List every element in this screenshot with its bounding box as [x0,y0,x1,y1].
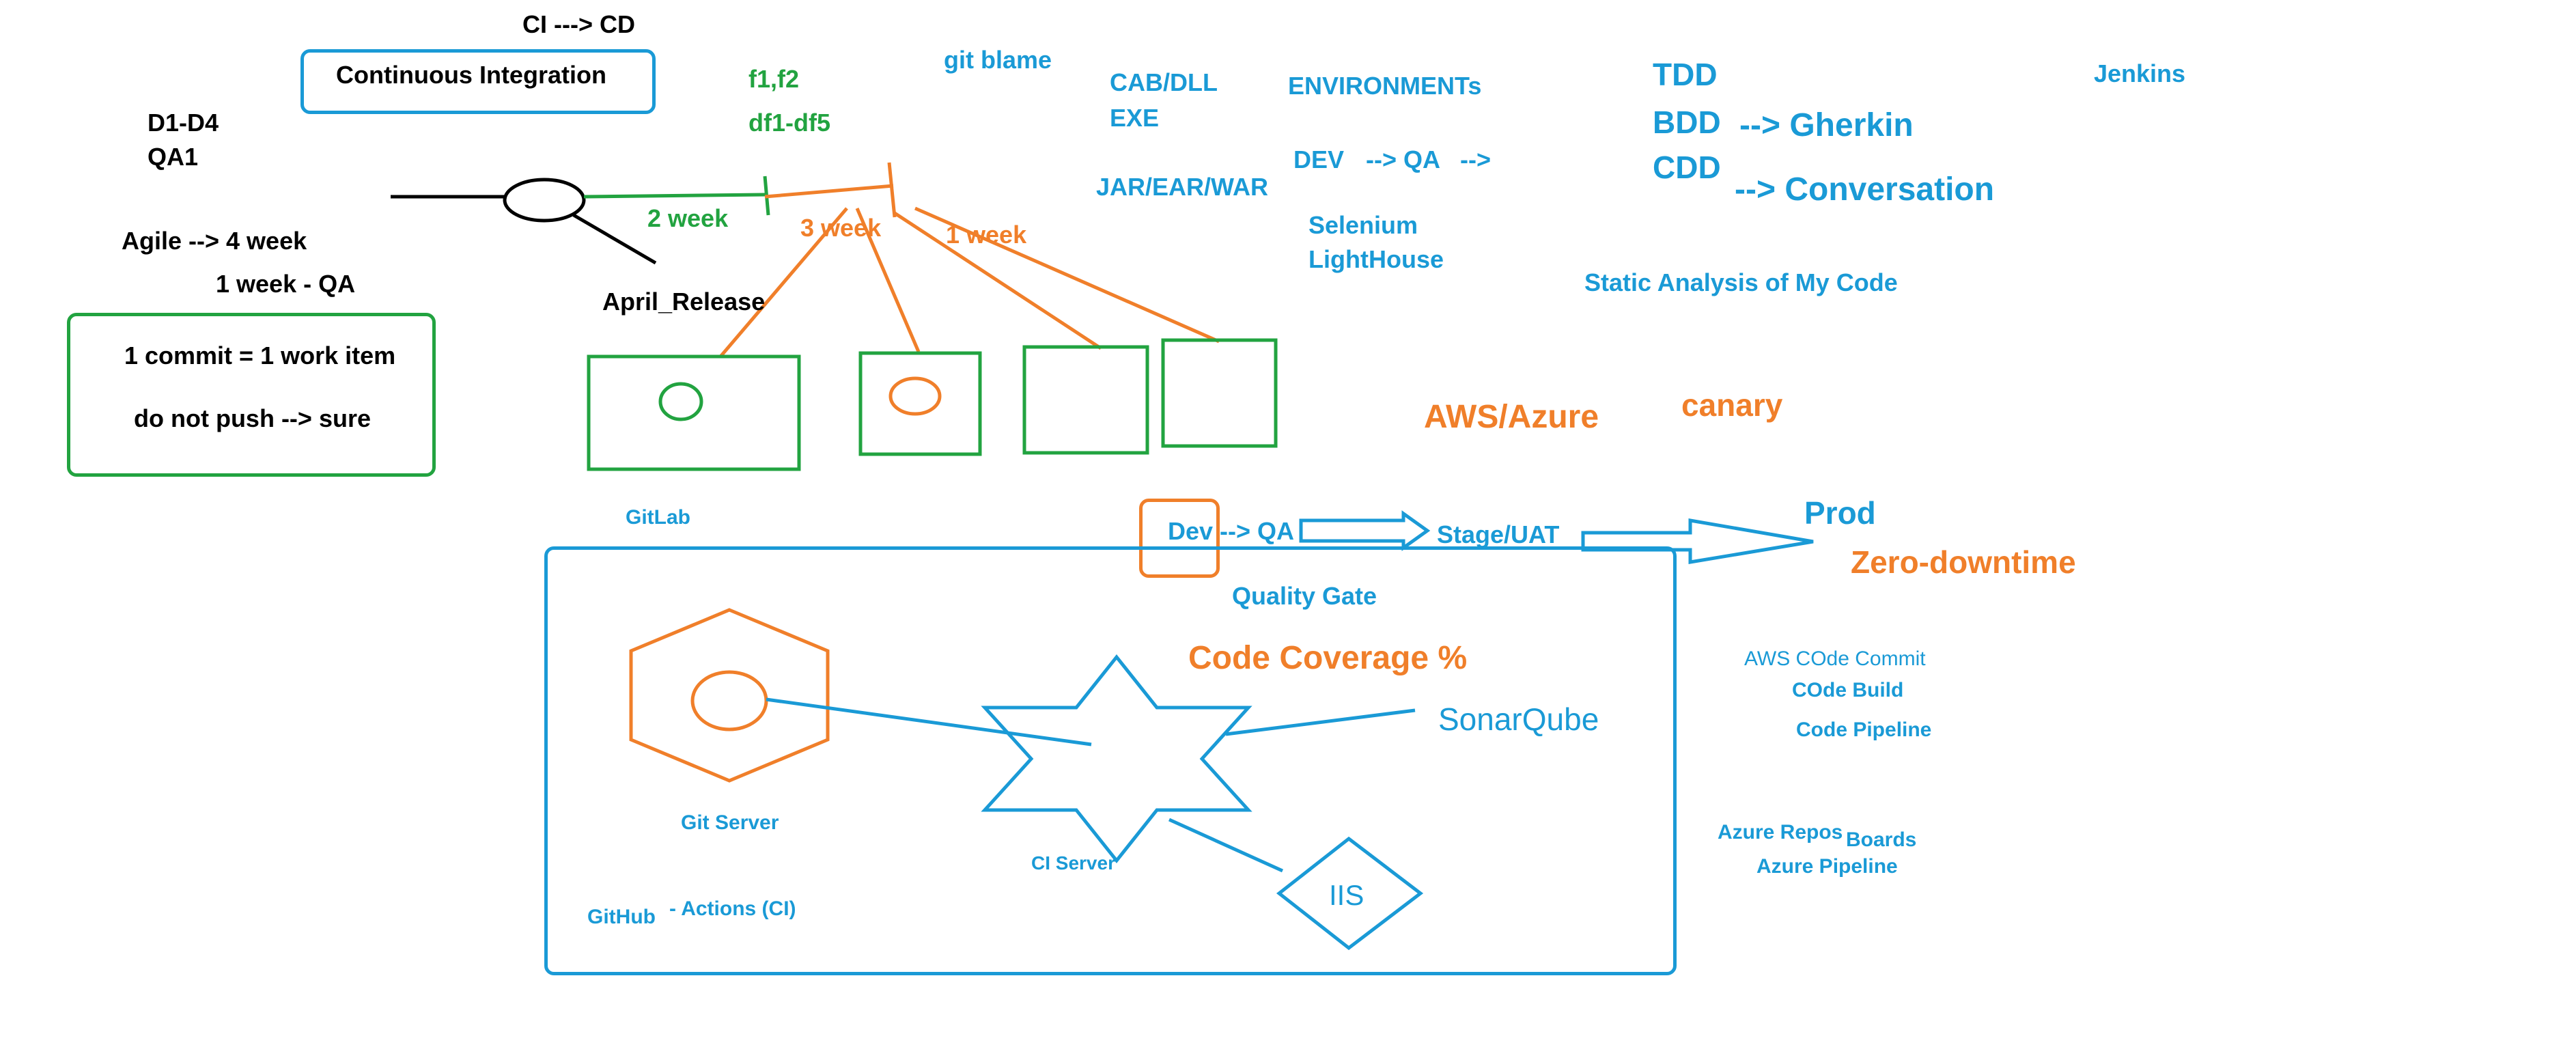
azure-pipeline-label: Azure Pipeline [1756,855,1898,878]
three-week-label: 3 week [800,214,882,242]
f1-f2-label: f1,f2 [748,65,800,93]
one-week-qa-label: 1 week - QA [216,270,356,298]
canary-label: canary [1681,387,1783,423]
sonarqube-label: SonarQube [1438,701,1599,737]
work-item-box-2 [858,351,982,456]
commit-rule-label: 1 commit = 1 work item [124,341,396,369]
ci-server-star [981,654,1252,864]
one-week-label: 1 week [946,221,1027,249]
aws-azure-label: AWS/Azure [1424,399,1599,435]
arrow-qa-label: --> QA [1366,145,1441,173]
ci-server-label: CI Server [1031,852,1115,874]
work-item-circle-1 [658,382,703,421]
boards-label: Boards [1846,828,1917,851]
quality-gate-label: Quality Gate [1232,582,1377,610]
iis-diamond [1276,836,1424,951]
code-build-label: COde Build [1792,679,1904,701]
github-label: GitHub [587,906,656,928]
continuous-integration-label: Continuous Integration [336,61,606,89]
branch-line-4 [914,206,1220,344]
dev-qa-label: Dev --> QA [1168,517,1295,545]
branch-node-ellipse [503,178,586,223]
push-rule-label: do not push --> sure [134,404,371,432]
jar-ear-war-label: JAR/EAR/WAR [1096,173,1269,201]
cab-dll-label: CAB/DLL [1110,68,1218,96]
orange-timeline-line [764,184,894,199]
qa1-label: QA1 [148,143,199,171]
continuous-integration-box [300,49,656,114]
orange-timeline-tick [887,162,897,218]
code-coverage-label: Code Coverage % [1188,640,1468,676]
code-pipeline-label: Code Pipeline [1796,719,1932,741]
jenkins-label: Jenkins [2094,59,2186,87]
ci-to-iis-line [1168,818,1284,873]
prod-label: Prod [1804,495,1876,531]
static-analysis-label: Static Analysis of My Code [1584,268,1898,296]
actions-ci-label: - Actions (CI) [669,897,796,920]
iis-label: IIS [1329,879,1364,911]
two-week-label: 2 week [647,204,729,232]
gitlab-label: GitLab [626,506,690,529]
gherkin-label: --> Gherkin [1739,107,1914,143]
git-to-ci-line [766,697,1092,747]
conversation-label: --> Conversation [1735,171,1995,208]
selenium-label: Selenium [1308,211,1418,239]
work-item-box-1 [587,354,801,471]
branch-line-3 [893,211,1102,350]
df1-df5-label: df1-df5 [748,109,830,137]
d1-d4-label: D1-D4 [148,109,219,137]
arrow-to-prod [1581,518,1814,564]
ci-pipeline-box [544,546,1677,975]
stage-uat-label: Stage/UAT [1437,520,1560,548]
work-item-box-3 [1022,345,1149,455]
aws-code-commit-label: AWS COde Commit [1744,647,1926,670]
bdd-label: BDD [1653,104,1721,140]
branch-line-2 [855,208,921,352]
exe-label: EXE [1110,104,1160,132]
commit-rules-box [67,313,436,477]
ci-cd-label: CI ---> CD [522,10,635,38]
tdd-label: TDD [1653,57,1718,92]
lighthouse-label: LightHouse [1308,245,1444,273]
ci-to-sonarqube-line [1225,708,1416,736]
april-release-label: April_Release [602,288,766,316]
dev-env-label: DEV [1293,145,1345,173]
azure-repos-label: Azure Repos [1718,821,1843,843]
arrow-to-stage [1299,510,1431,551]
dev-qa-box [1139,499,1220,578]
agile-label: Agile --> 4 week [122,227,307,255]
zero-downtime-label: Zero-downtime [1851,544,2076,580]
git-server-label: Git Server [681,811,779,834]
environments-label: ENVIRONMENTs [1288,72,1482,100]
work-item-circle-2 [888,376,942,416]
work-item-box-4 [1161,338,1278,448]
cdd-label: CDD [1653,150,1721,185]
two-week-line [583,193,766,199]
git-server-hexagon [629,608,830,783]
branch-release-line [572,213,657,265]
branch-line-1 [719,207,848,358]
git-blame-label: git blame [944,46,1052,74]
arrow-label: --> [1460,145,1491,173]
